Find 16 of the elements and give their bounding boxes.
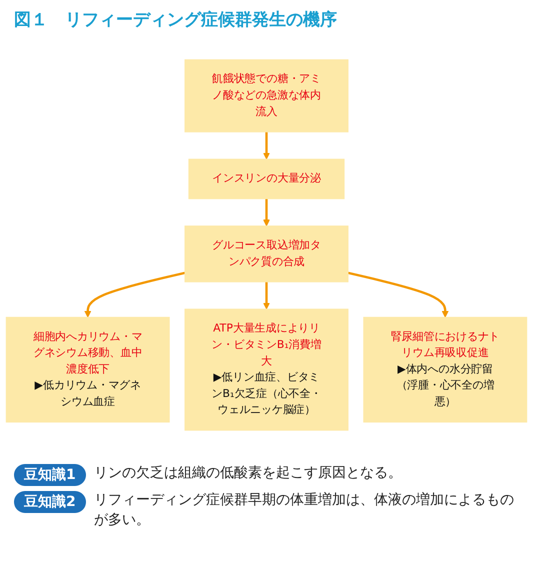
- note-text: リフィーディング症候群早期の体重増加は、体液の増加によるものが多い。: [94, 491, 515, 530]
- diagram-title: 図１ リフィーディング症候群発生の機序: [13, 9, 338, 32]
- node-box: グルコース取込増加タンパク質の合成: [184, 226, 348, 282]
- tip-tag: 豆知識1: [14, 464, 86, 486]
- node-box: ATP大量生成によりリン・ビタミンB₁消費増大 ▶低リン血症、ビタミンB₁欠乏症（心不全・ウェルニッケ脳症）: [184, 308, 348, 431]
- arrow: [263, 132, 270, 160]
- arrow: [263, 282, 270, 310]
- arrow: [263, 198, 270, 226]
- node-box: 飢餓状態での糖・アミノ酸などの急激な体内流入: [184, 59, 348, 132]
- node-box: インスリンの大量分泌: [188, 158, 345, 200]
- tip-tag: 豆知識2: [14, 491, 86, 513]
- node-box: 細胞内へカリウム・マグネシウム移動、血中濃度低下 ▶低カリウム・マグネシウム血症: [6, 316, 170, 423]
- arrow: [84, 272, 186, 318]
- arrow: [348, 272, 449, 318]
- node-box: 腎尿細管におけるナトリウム再吸収促進 ▶体内への水分貯留（浮腫・心不全の増悪）: [363, 316, 528, 423]
- note-text: リンの欠乏は組織の低酸素を起こす原因となる。: [94, 464, 402, 483]
